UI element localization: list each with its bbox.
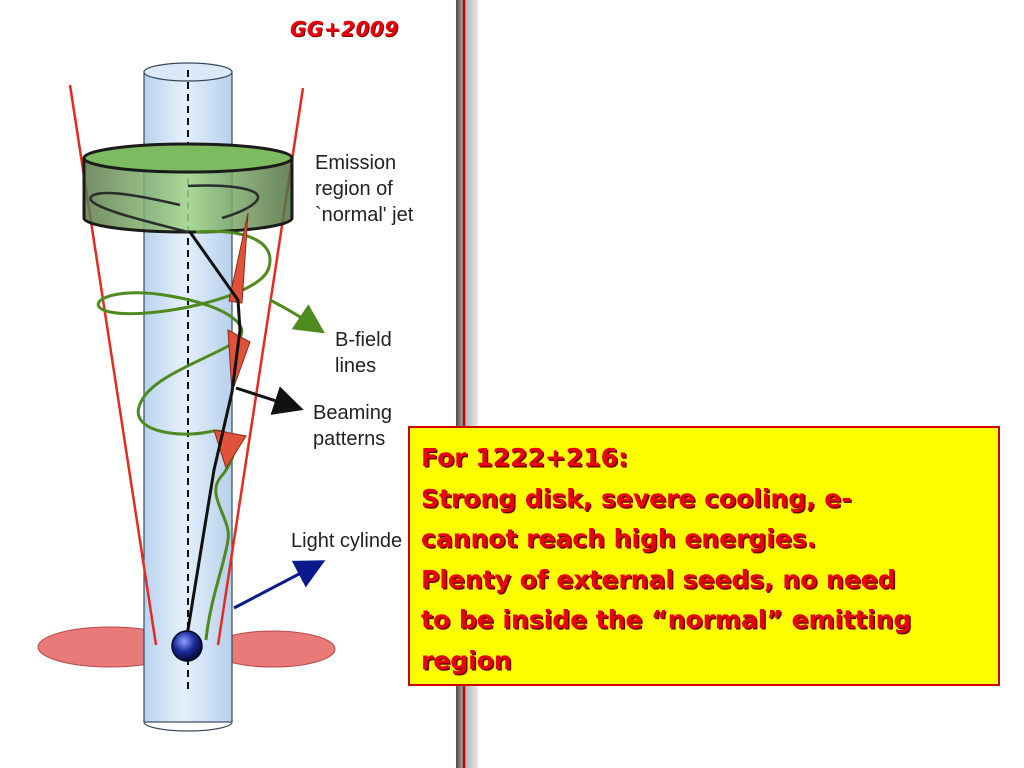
field-line-arrow xyxy=(269,298,325,334)
author-credit: GG+2009 xyxy=(290,17,399,41)
field-line-helix xyxy=(96,229,272,641)
particle-trajectory xyxy=(184,231,242,643)
beaming-label: Beaming patterns xyxy=(313,400,392,452)
emission-loop-dark xyxy=(89,191,189,234)
bfield-label: B-field lines xyxy=(335,327,392,379)
emission-region-label: Emission region of `normal' jet xyxy=(315,150,413,228)
beaming-label-line-1: Beaming xyxy=(313,402,392,424)
callout-line-1: For 1222+216: xyxy=(421,443,628,472)
bfield-label-line-1: B-field xyxy=(335,329,392,351)
beaming-label-line-2: patterns xyxy=(313,428,386,450)
emission-loop-dark-2 xyxy=(187,184,260,220)
note-callout: For 1222+216: Strong disk, severe coolin… xyxy=(408,426,1000,686)
callout-line-6: region xyxy=(421,645,512,675)
callout-line-3: cannot reach high energies. xyxy=(421,524,817,553)
callout-line-4: Plenty of external seeds, no need xyxy=(421,564,896,594)
callout-line-5: to be inside the “normal” emitting xyxy=(421,605,912,634)
emission-label-line-1: Emission xyxy=(315,152,397,174)
black-hole xyxy=(171,630,203,662)
callout-line-2: Strong disk, severe cooling, e- xyxy=(421,483,852,513)
light-cylinder-label: Light cylinde xyxy=(291,530,403,552)
bfield-label-line-2: lines xyxy=(335,355,377,377)
emission-label-line-3: `normal' jet xyxy=(315,204,414,226)
emission-region-top xyxy=(82,142,294,174)
beaming-arrow xyxy=(235,386,304,415)
light-cylinder-arrow xyxy=(233,560,326,610)
beaming-pattern-1 xyxy=(228,212,249,304)
emission-region-band xyxy=(84,158,292,232)
light-cylinder-bottom xyxy=(143,721,233,732)
emission-label-line-2: region of xyxy=(315,178,393,200)
